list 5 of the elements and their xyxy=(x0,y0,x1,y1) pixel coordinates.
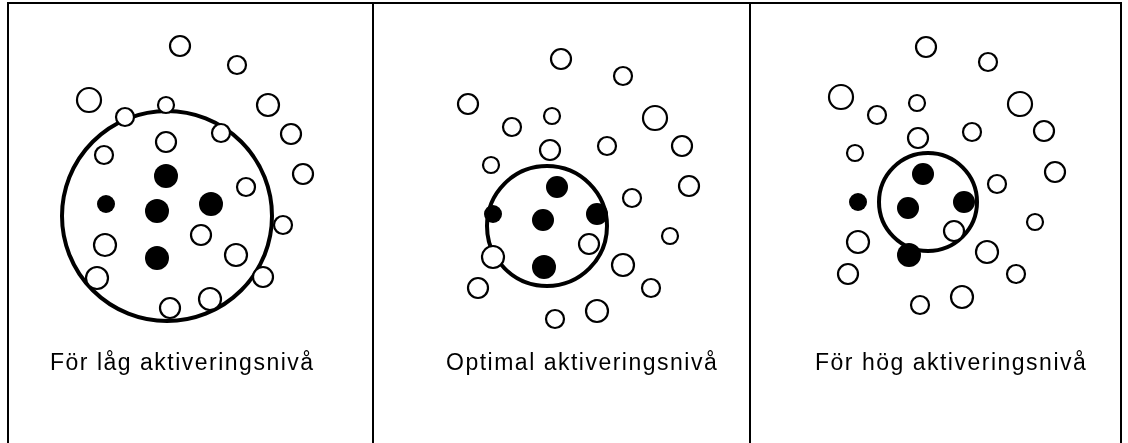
panel-caption: För hög aktiveringsnivå xyxy=(815,348,1089,377)
panel-caption: För låg aktiveringsnivå xyxy=(50,348,316,377)
panel-caption: Optimal aktiveringsnivå xyxy=(446,348,720,377)
panel xyxy=(7,2,374,443)
panel xyxy=(749,2,1122,443)
